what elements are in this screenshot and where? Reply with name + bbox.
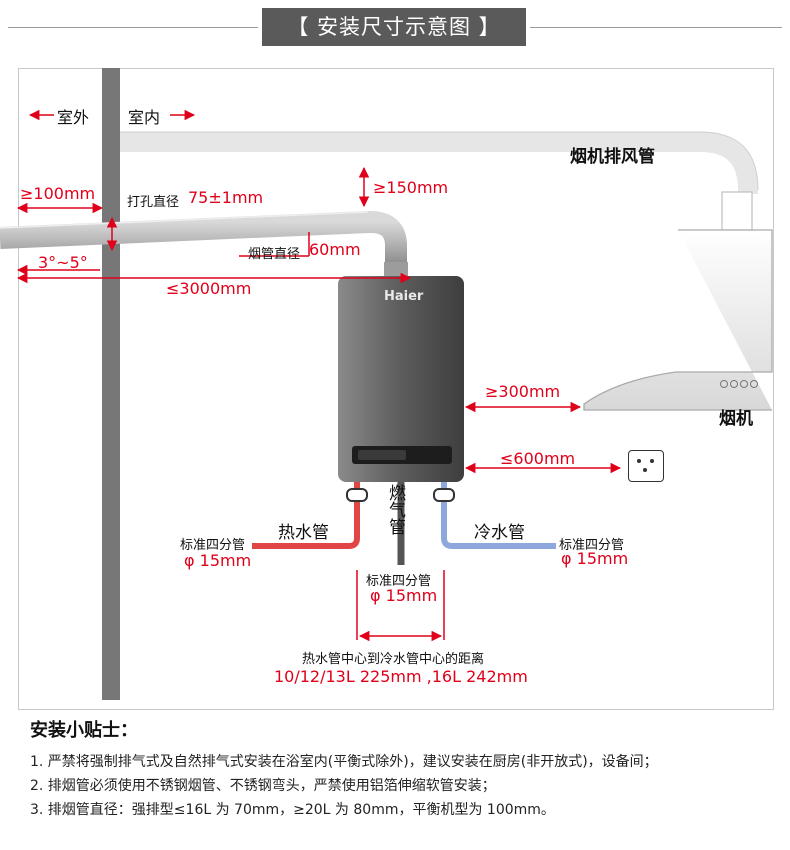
label-cold-pipe: 冷水管 (474, 523, 525, 543)
label-indoor: 室内 (128, 108, 161, 127)
hot-pipe-nut (346, 488, 368, 502)
range-hood-collar (721, 191, 753, 231)
label-flue-diameter: 烟管直径 (248, 247, 301, 262)
hood-button (750, 380, 758, 388)
diagram-frame (18, 68, 774, 710)
title-rule-left (8, 27, 258, 28)
value-phi15-left: φ 15mm (184, 551, 252, 570)
cold-pipe-nut (433, 488, 455, 502)
cold-water-pipe (441, 482, 556, 549)
water-heater-body (338, 276, 464, 482)
label-std-quarter-left: 标准四分管 (180, 538, 246, 553)
label-range-hood-duct: 烟机排风管 (570, 147, 655, 167)
range-hood (583, 229, 773, 411)
label-std-quarter-mid: 标准四分管 (366, 574, 432, 589)
range-hood-duct (120, 132, 758, 194)
label-gas-pipe: 燃气管 (385, 484, 405, 535)
hood-button (740, 380, 748, 388)
value-hole-diameter: 75±1mm (188, 188, 264, 207)
flue-pipe (0, 211, 407, 280)
hot-water-pipe (252, 482, 360, 549)
tip-item: 1. 严禁将强制排气式及自然排气式安装在浴室内(平衡式除外)，建议安装在厨房(非… (30, 754, 658, 770)
label-slope: 3°~5° (38, 253, 88, 272)
tips-title: 安装小贴士： (30, 720, 138, 741)
brand-logo: Haier (384, 289, 424, 304)
label-range-hood: 烟机 (719, 409, 753, 429)
page-title: 【 安装尺寸示意图 】 (262, 8, 526, 46)
label-hole-diameter: 打孔直径 (127, 195, 180, 210)
label-hot-pipe: 热水管 (278, 523, 329, 543)
title-rule-right (530, 27, 782, 28)
power-socket-icon (628, 450, 664, 482)
label-outdoor: 室外 (57, 108, 90, 127)
value-flue-diameter: 60mm (309, 240, 361, 259)
hood-button (730, 380, 738, 388)
installation-tips: 安装小贴士： 1. 严禁将强制排气式及自然排气式安装在浴室内(平衡式除外)，建议… (30, 716, 780, 822)
label-min-300: ≥300mm (485, 382, 561, 401)
value-phi15-right: φ 15mm (561, 549, 629, 568)
label-center-distance: 热水管中心到冷水管中心的距离 (302, 652, 485, 667)
label-min-100: ≥100mm (20, 184, 96, 203)
label-max-3000: ≤3000mm (166, 279, 252, 298)
title-bar: 【 安装尺寸示意图 】 (0, 0, 790, 52)
tip-item: 2. 排烟管必须使用不锈钢烟管、不锈钢弯头，严禁使用铝箔伸缩软管安装； (30, 778, 496, 794)
value-center-distance: 10/12/13L 225mm ,16L 242mm (274, 667, 528, 686)
label-max-600: ≤600mm (500, 449, 576, 468)
label-min-150: ≥150mm (373, 178, 449, 197)
value-phi15-mid: φ 15mm (370, 586, 438, 605)
label-std-quarter-right: 标准四分管 (559, 538, 625, 553)
tip-item: 3. 排烟管直径：强排型≤16L 为 70mm，≥20L 为 80mm，平衡机型… (30, 802, 555, 818)
wall (102, 68, 120, 700)
hood-button (720, 380, 728, 388)
